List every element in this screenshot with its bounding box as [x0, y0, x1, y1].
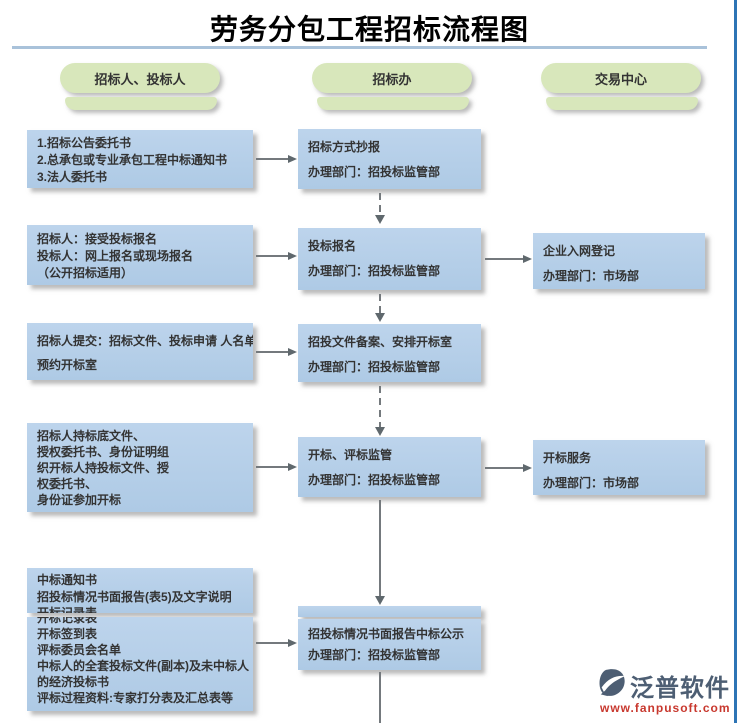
arrowhead-icon — [523, 464, 532, 472]
box-line: 投标人：网上报名或现场报名 — [37, 249, 194, 263]
arrowhead-icon — [288, 252, 297, 260]
box-line: 办理部门：招投标监管部 — [308, 264, 441, 278]
box-line: 评标过程资料:专家打分表及汇总表等 — [37, 691, 233, 705]
column-header-trade-center: 交易中心 — [541, 63, 701, 111]
column-header-bidders: 招标人、投标人 — [60, 63, 220, 111]
box-line: 招标人提交：招标文件、投标申请 人名单 — [37, 334, 253, 348]
arrowhead-icon — [375, 427, 385, 436]
fanpu-logo-url: www.fanpusoft.com — [600, 701, 731, 715]
box-bid-registration-parties: 招标人：接受投标报名 投标人：网上报名或现场报名 （公开招标适用） — [27, 225, 253, 285]
box-line: 办理部门：市场部 — [543, 269, 640, 283]
box-line: 2.总承包或专业承包工程中标通知书 — [37, 153, 228, 167]
fanpu-logo-icon — [599, 668, 627, 703]
box-line: 招投标情况书面报告中标公示 — [308, 627, 465, 641]
arrowhead-icon — [288, 639, 297, 647]
arrowhead-icon — [375, 313, 385, 322]
pill-under-shape — [317, 97, 469, 110]
column-header-trade-center-label: 交易中心 — [541, 63, 701, 93]
column-header-bidders-label: 招标人、投标人 — [60, 63, 220, 93]
arrowhead-icon — [375, 596, 385, 605]
box-line: 的经济投标书 — [37, 675, 110, 689]
box-line: 权委托书、 — [37, 477, 98, 491]
box-line: 中标通知书 — [37, 573, 98, 587]
box-line: 办理部门：招投标监管部 — [308, 360, 441, 374]
box-line: 授权委托书、身份证明组 — [37, 445, 170, 459]
box-award-publicity: 招投标情况书面报告中标公示 办理部门：招投标监管部 — [298, 619, 481, 670]
arrow-m3-to-m4 — [375, 386, 385, 436]
right-accent-border — [734, 0, 737, 723]
column-header-bid-office: 招标办 — [312, 63, 472, 111]
box-bid-registration: 投标报名 办理部门：招投标监管部 — [298, 228, 481, 290]
arrow-m4-to-m5 — [375, 500, 385, 605]
box-opening-evaluation-supervision: 开标、评标监管 办理部门：招投标监管部 — [298, 437, 481, 497]
box-line: 1.招标公告委托书 — [37, 136, 132, 150]
arrow-l2-to-m2 — [256, 252, 297, 260]
box-document-filing: 招投文件备案、安排开标室 办理部门：招投标监管部 — [298, 324, 481, 382]
box-line: 3.法人委托书 — [37, 170, 108, 184]
arrowhead-icon — [375, 215, 385, 224]
box-line: 企业入网登记 — [543, 244, 616, 258]
page-title: 劳务分包工程招标流程图 — [209, 14, 529, 45]
arrow-l1-to-m1 — [256, 155, 297, 163]
box-line: 办理部门：招投标监管部 — [308, 473, 441, 487]
pill-under-shape — [546, 97, 698, 110]
fanpu-logo-text: 泛普软件 — [630, 675, 730, 702]
box-line: 开标签到表 — [37, 627, 98, 641]
arrow-l3-to-m3 — [256, 348, 297, 356]
box-line: 办理部门：招投标监管部 — [308, 648, 441, 662]
box-award-archive-documents: 开标记录表 开标签到表 评标委员会名单 中标人的全套投标文件(副本)及未中标人 … — [27, 617, 253, 711]
box-line: 招标方式抄报 — [308, 140, 381, 154]
box-line: 身份证参加开标 — [37, 493, 122, 507]
box-line: 招标人：接受投标报名 — [37, 232, 158, 246]
box-line: 开标、评标监管 — [308, 448, 393, 462]
fanpu-logo: 泛普软件 www.fanpusoft.com — [599, 668, 731, 715]
box-line: 中标人的全套投标文件(副本)及未中标人 — [37, 659, 249, 673]
arrow-m1-to-m2 — [375, 193, 385, 224]
box-opening-service: 开标服务 办理部门：市场部 — [533, 440, 705, 495]
box-line: 开标服务 — [543, 451, 592, 465]
box-enterprise-network-registration: 企业入网登记 办理部门：市场部 — [533, 233, 705, 289]
arrowhead-icon — [288, 155, 297, 163]
arrow-m2-to-r1 — [485, 255, 532, 263]
pill-under-shape — [65, 97, 217, 110]
box-line: 评标委员会名单 — [37, 643, 122, 657]
box-line: 开标记录表 — [37, 617, 98, 625]
arrow-l5-to-m5 — [256, 639, 297, 647]
box-line: 招投文件备案、安排开标室 — [308, 335, 453, 349]
box-bidder-submission: 招标人提交：招标文件、投标申请 人名单 预约开标室 — [27, 323, 253, 380]
box-line: 织开标人持投标文件、授 — [37, 461, 170, 475]
box-line: 开标记录表 — [37, 606, 98, 613]
box-line: 招标人持标底文件、 — [37, 429, 146, 443]
arrow-m2-to-m3 — [375, 294, 385, 322]
box-line: 办理部门：招投标监管部 — [308, 165, 441, 179]
box-application-documents: 1.招标公告委托书 2.总承包或专业承包工程中标通知书 3.法人委托书 — [27, 130, 253, 188]
box-line: 预约开标室 — [37, 358, 98, 372]
arrowhead-icon — [288, 463, 297, 471]
arrowhead-icon — [288, 348, 297, 356]
line-m5-continues — [379, 672, 381, 723]
arrow-l4-to-m4 — [256, 463, 297, 471]
box-line: （公开招标适用） — [37, 266, 134, 280]
box-line: 投标报名 — [308, 239, 357, 253]
box-award-publicity-strip — [298, 606, 481, 617]
box-line: 办理部门：市场部 — [543, 476, 640, 490]
box-award-notice-documents: 中标通知书 招投标情况书面报告(表5)及文字说明 开标记录表 — [27, 568, 253, 613]
title-divider — [12, 46, 707, 49]
arrowhead-icon — [523, 255, 532, 263]
box-opening-participants: 招标人持标底文件、 授权委托书、身份证明组 织开标人持投标文件、授 权委托书、 … — [27, 423, 253, 512]
box-line: 招投标情况书面报告(表5)及文字说明 — [37, 589, 232, 604]
box-bid-method-report: 招标方式抄报 办理部门：招投标监管部 — [298, 129, 481, 189]
arrow-m4-to-r2 — [485, 464, 532, 472]
column-header-bid-office-label: 招标办 — [312, 63, 472, 93]
